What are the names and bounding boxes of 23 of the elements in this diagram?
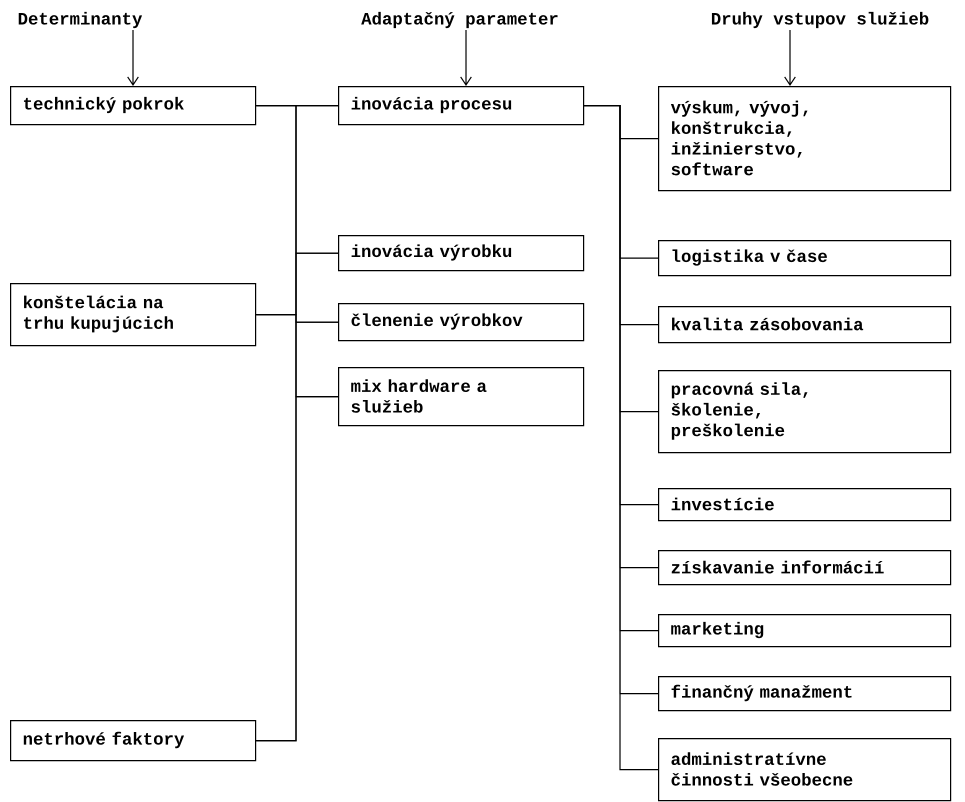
text-box: technický pokrok	[10, 86, 256, 126]
text-box: získavanie informácií	[658, 550, 952, 586]
text-box: kvalita zásobovania	[658, 306, 952, 344]
text-box: netrhové faktory	[10, 720, 256, 762]
header-text: Adaptačný parameter	[361, 12, 558, 28]
text-box: logistika v čase	[658, 240, 952, 276]
text-box: investície	[658, 488, 952, 522]
arrow	[784, 30, 796, 86]
connector-line	[256, 396, 338, 742]
text-box: administratívne činnosti všeobecne	[658, 738, 952, 802]
text-box: konštelácia na trhu kupujúcich	[10, 283, 256, 346]
text-box: mix hardware a služieb	[338, 367, 584, 426]
text-box: inovácia výrobku	[338, 235, 584, 272]
text-box: pracovná sila, školenie, preškolenie	[658, 370, 952, 454]
header-text: Druhy vstupov služieb	[712, 12, 928, 28]
text-box: členenie výrobkov	[338, 303, 584, 342]
header-text: Determinanty	[18, 12, 142, 28]
text-box: marketing	[658, 614, 952, 648]
arrow	[460, 30, 472, 86]
text-box: finančný manažment	[658, 676, 952, 712]
arrow	[127, 30, 139, 86]
text-box: výskum, vývoj, konštrukcia, inžinierstvo, software	[658, 86, 952, 192]
text-box: inovácia procesu	[338, 86, 584, 126]
